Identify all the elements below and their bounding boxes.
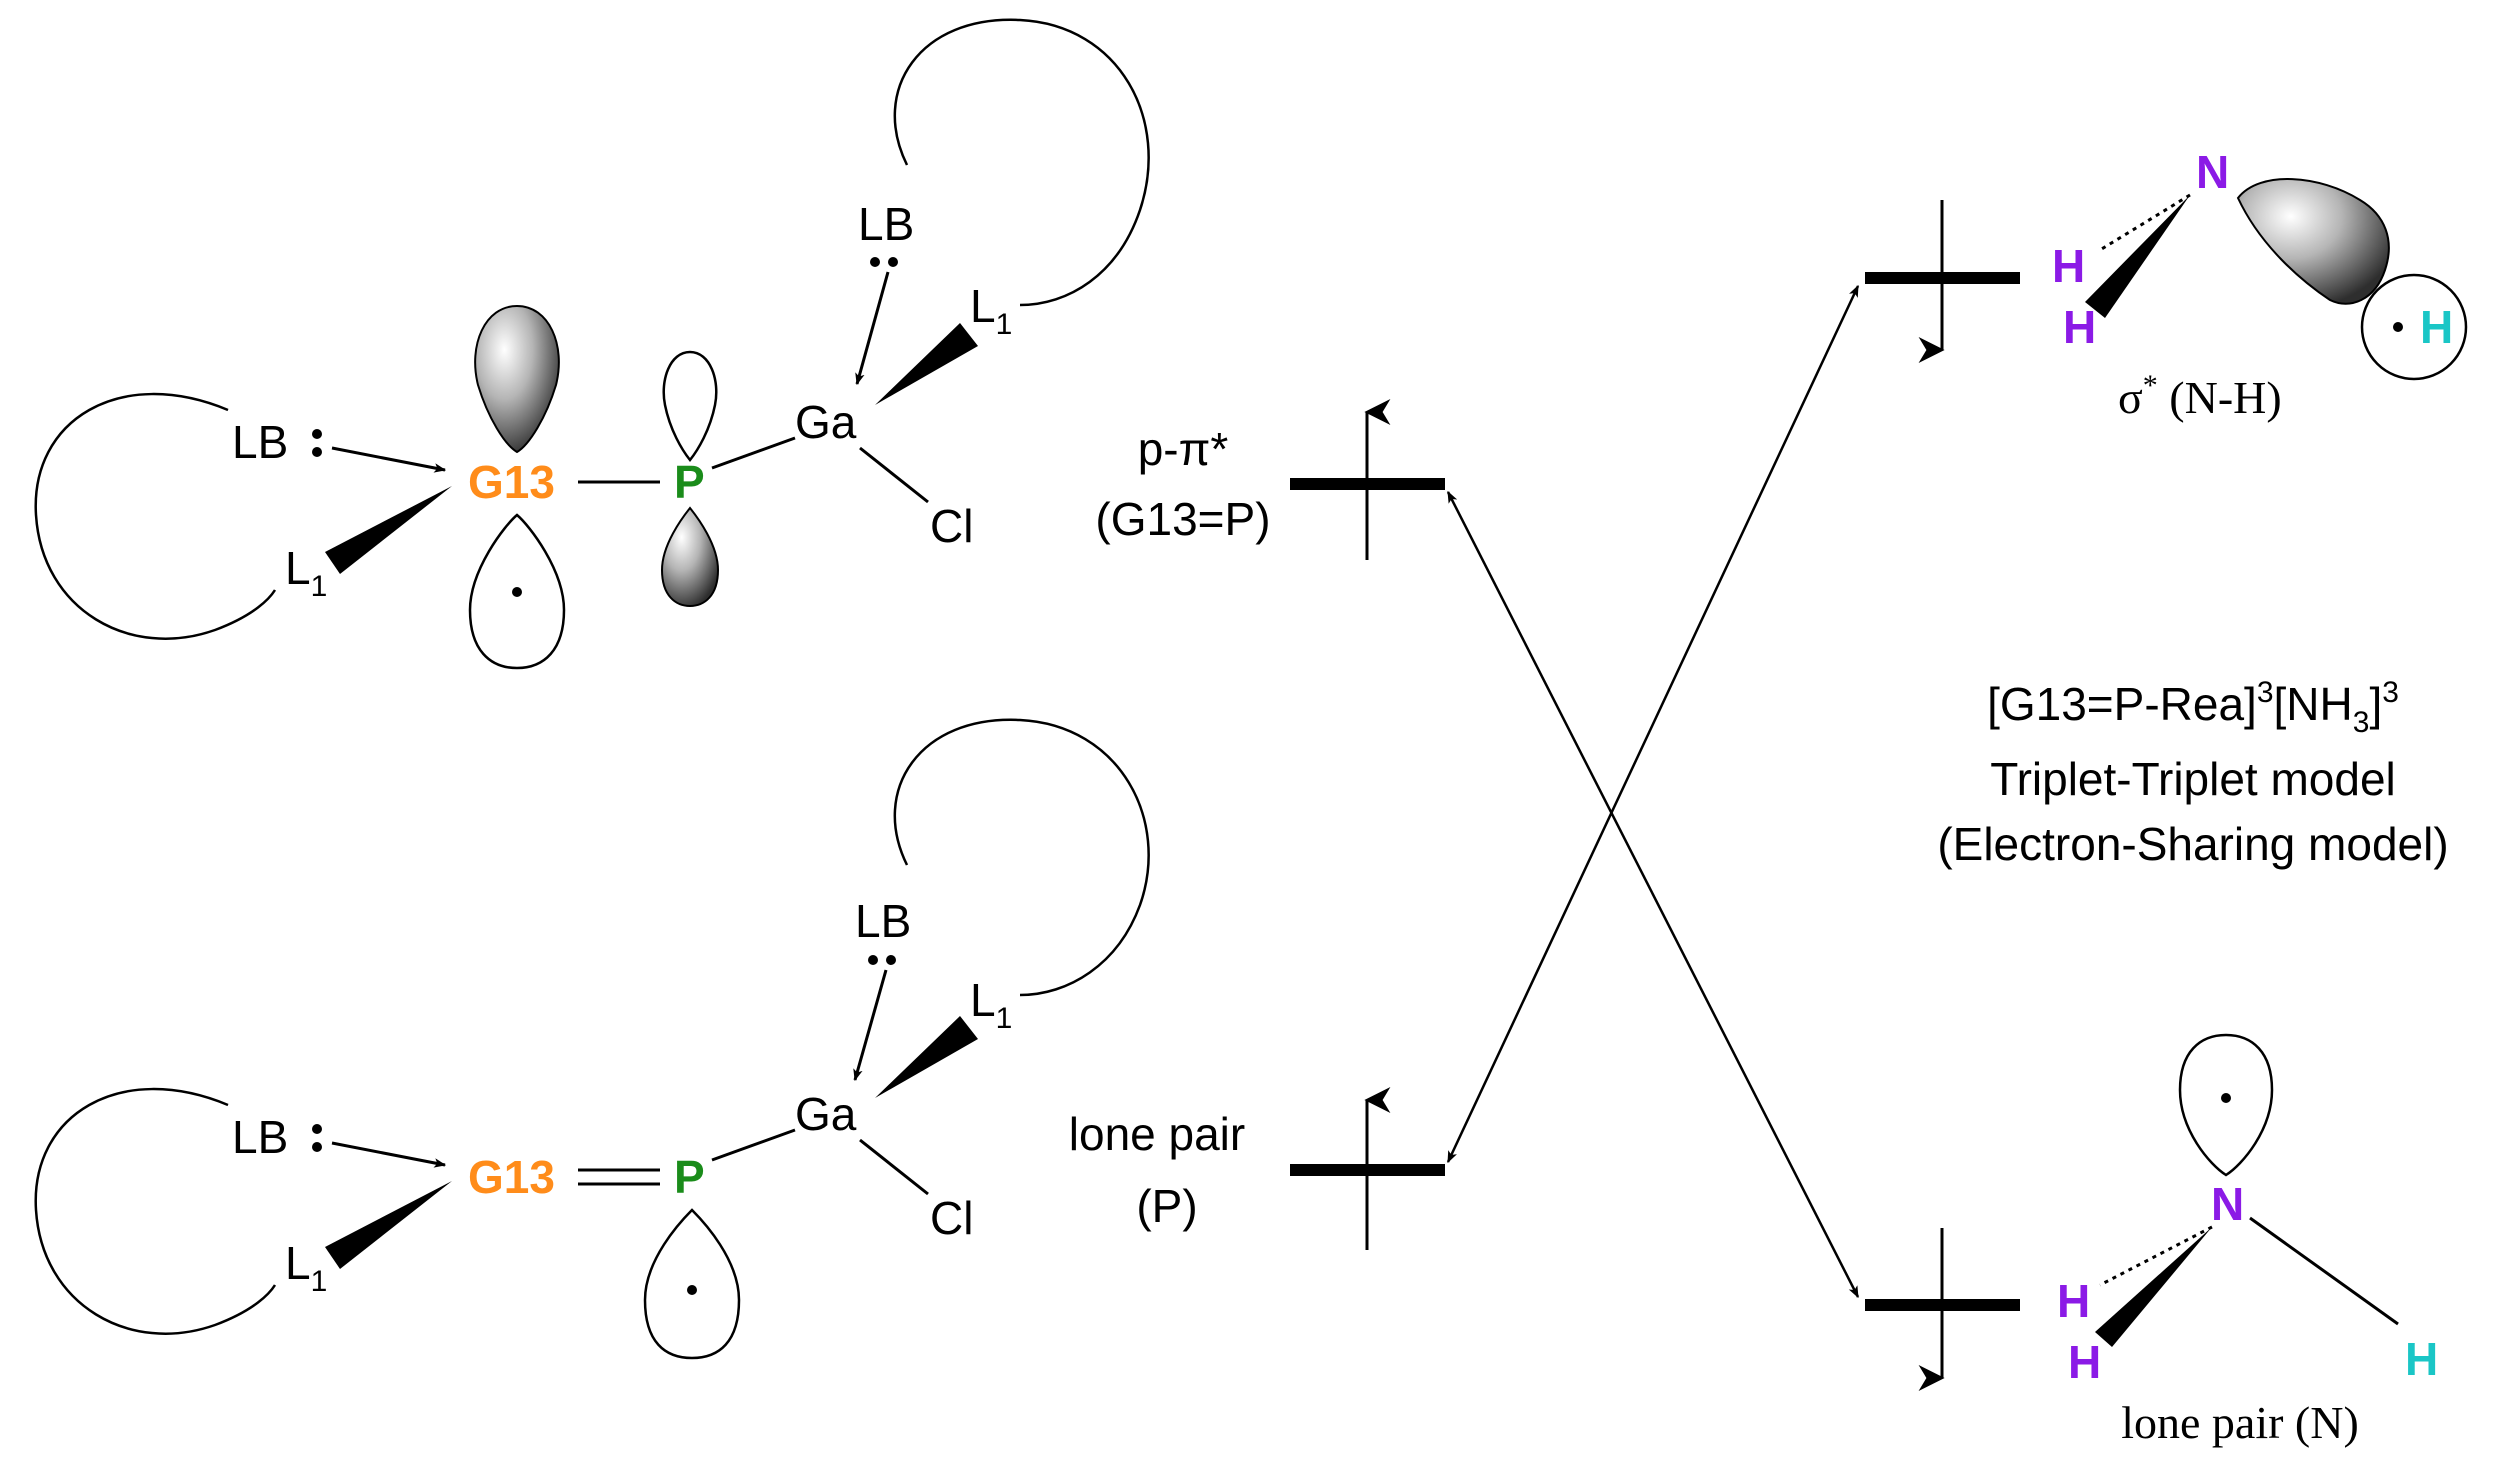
lower-n-atom: N [2211,1178,2244,1230]
upper-p-atom: P [674,456,705,508]
upper-g13-atom: G13 [468,456,555,508]
shaded-p-orbital-lower-lobe [660,506,720,608]
lower-ga-atom: Ga [795,1088,857,1140]
radical-dot [512,587,522,597]
upper-cl-atom: Cl [930,500,973,552]
lower-h-atom: H [2405,1333,2438,1385]
lone-pair-dot [870,257,880,267]
p-pi-star-label: p-π* [1138,423,1229,475]
lone-pair-dot [312,1124,322,1134]
model-formula: [G13=P-Rea]3[NH3]3 [1987,676,2399,739]
lower-lewis-base-label: LB [232,1111,288,1163]
upper-h-atom: H [2052,240,2085,292]
lower-g13-atom: G13 [468,1151,555,1203]
upper-n-atom: N [2196,146,2229,198]
lone-pair-dot [312,429,322,439]
lone-pair-dot [868,955,878,965]
model-name: Triplet-Triplet model [1990,753,2396,805]
lower-molecule: LB L1 G13 P Ga Cl LB L1 [34,718,1150,1360]
lower-h-atom: H [2068,1336,2101,1388]
dative-bond-arrow [855,271,890,386]
upper-left-chelate-ring [34,392,277,640]
lone-pair-dot [888,257,898,267]
radical-orbital-lobe [643,1208,741,1360]
single-bond [859,446,929,504]
upper-h-atom: H [2063,301,2096,353]
upper-ga-lewis-base-label: LB [858,198,914,250]
lone-pair-dot [312,447,322,457]
interaction-arrow-lone-pair-p-to-sigma-star [1446,284,1860,1164]
wedge-bond [2095,1227,2212,1347]
single-bond [2249,1216,2399,1326]
upper-ligand-label: L1 [285,542,327,603]
lower-ga-chelate-ring [893,718,1150,997]
dative-bond-arrow [853,969,888,1082]
shaded-p-orbital-lobe [474,304,560,454]
lower-h-atom: H [2057,1275,2090,1327]
model-subtitle: (Electron-Sharing model) [1937,818,2448,870]
upper-h-radical-atom: H [2420,301,2453,353]
n-lone-pair-orbital-lobe [2178,1033,2274,1177]
sigma-star-label: σ* (N-H) [2118,369,2282,423]
p-orbital-upper-lobe [662,350,718,463]
wedge-bond [325,1181,452,1269]
wedge-bond [325,486,452,574]
wedge-bond [875,323,978,405]
lone-pair-dot [886,955,896,965]
lone-pair-dot [312,1142,322,1152]
hydrogen-orbital-circle [2360,273,2468,381]
p-pi-star-label-sub: (G13=P) [1095,493,1270,545]
lower-cl-atom: Cl [930,1192,973,1244]
sigma-star-orbital-lobe [2236,178,2390,305]
dative-bond-arrow [331,1141,447,1168]
radical-dot [2221,1093,2231,1103]
lower-ga-ligand-label: L1 [970,974,1012,1035]
upper-ga-chelate-ring [893,18,1150,307]
upper-molecule: LB L1 G13 P Ga Cl LB L1 [34,18,1150,670]
single-bond [711,1128,796,1162]
radical-dot [2393,322,2403,332]
single-bond [859,1138,929,1196]
dative-bond-arrow [331,446,447,473]
upper-ga-atom: Ga [795,396,857,448]
lower-ammonia: N H H H lone pair (N) [2057,1033,2438,1448]
single-bond [711,436,796,470]
lone-pair-p-label-sub: (P) [1136,1180,1197,1232]
model-caption: [G13=P-Rea]3[NH3]3 Triplet-Triplet model… [1937,676,2448,870]
wedge-bond [2085,195,2190,318]
hashed-bond [2099,1225,2213,1287]
lone-pair-n-label: lone pair (N) [2121,1397,2359,1448]
interaction-arrow-p-pi-star-to-lone-pair-n [1446,490,1860,1299]
lower-ga-lewis-base-label: LB [855,895,911,947]
lone-pair-p-label: lone pair [1069,1108,1245,1160]
wedge-bond [875,1016,978,1098]
lower-p-atom: P [674,1151,705,1203]
radical-dot [687,1285,697,1295]
upper-lewis-base-label: LB [232,416,288,468]
upper-ga-ligand-label: L1 [970,280,1012,341]
lower-left-chelate-ring [34,1087,277,1335]
lower-ligand-label: L1 [285,1237,327,1298]
upper-ammonia: N H H H σ* (N-H) [2052,146,2468,423]
